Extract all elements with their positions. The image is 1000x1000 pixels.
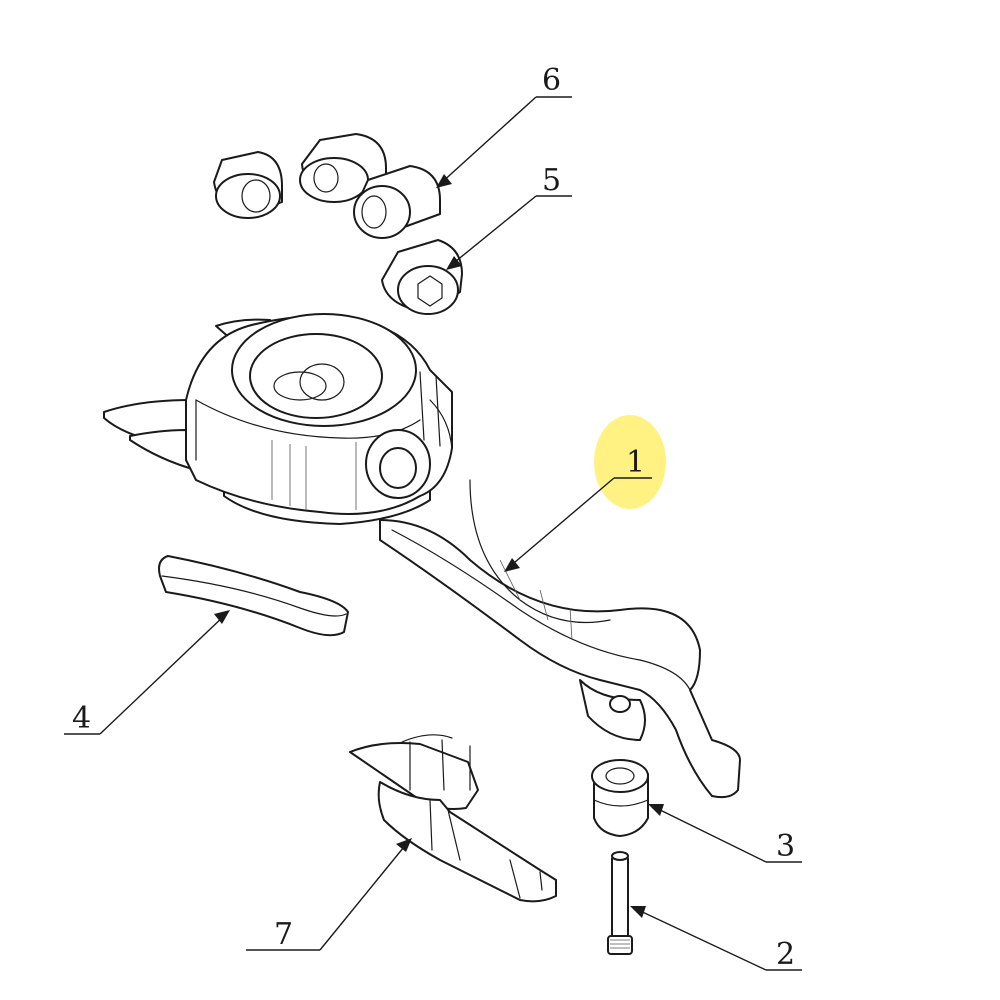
part-5-hex-nut [381, 239, 463, 315]
callout-3: 3 [776, 829, 795, 864]
callout-2: 2 [776, 937, 795, 972]
bushing-6b [299, 133, 387, 203]
callout-5: 5 [542, 163, 561, 198]
callout-4: 4 [72, 701, 91, 736]
callout-1: 1 [626, 445, 645, 480]
callout-1-highlight [594, 415, 666, 509]
callout-6: 6 [542, 63, 561, 98]
part-7-insert [349, 734, 557, 903]
bushing-6c [353, 165, 441, 239]
part-3-collar [591, 759, 649, 837]
part-4-pad [158, 555, 349, 637]
part-2-pin [607, 851, 633, 955]
part-6-bushings [213, 133, 441, 239]
callout-7: 7 [274, 917, 293, 952]
bushing-6a [213, 151, 283, 219]
part-1-demount-head [103, 313, 741, 799]
